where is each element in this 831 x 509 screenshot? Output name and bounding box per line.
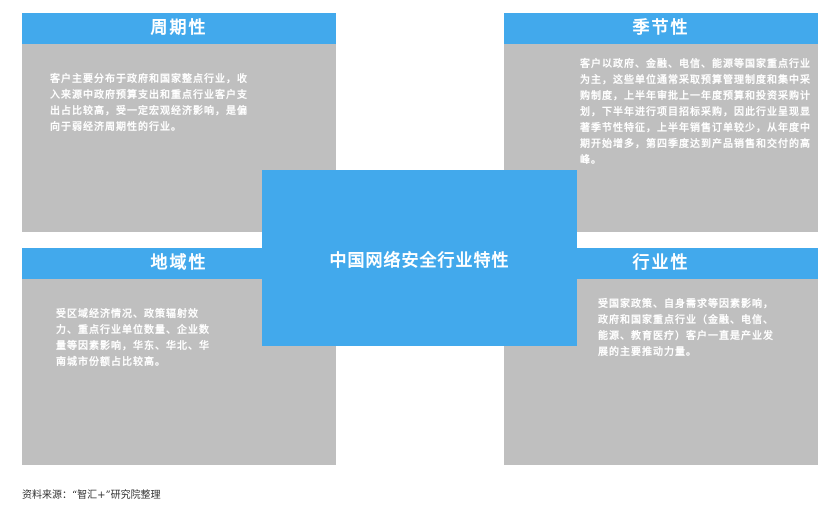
center-title: 中国网络安全行业特性 bbox=[329, 250, 510, 271]
seasonal-header: 季节性 bbox=[504, 13, 818, 44]
industry-text: 受国家政策、自身需求等因素影响，政府和国家重点行业（金融、电信、能源、教育医疗）… bbox=[598, 299, 774, 358]
source-note: 资料来源：“智汇+”研究院整理 bbox=[22, 490, 161, 501]
regional-text: 受区域经济情况、政策辐射效力、重点行业单位数量、企业数量等因素影响，华东、华北、… bbox=[56, 309, 210, 368]
center-title-box: 中国网络安全行业特性 bbox=[262, 170, 577, 346]
cyclical-text: 客户主要分布于政府和国家整点行业，收入来源中政府预算支出和重点行业客户支出占比较… bbox=[50, 74, 248, 133]
cyclical-header: 周期性 bbox=[22, 13, 336, 44]
seasonal-text: 客户以政府、金融、电信、能源等国家重点行业为主，这些单位通常采取预算管理制度和集… bbox=[580, 59, 811, 166]
